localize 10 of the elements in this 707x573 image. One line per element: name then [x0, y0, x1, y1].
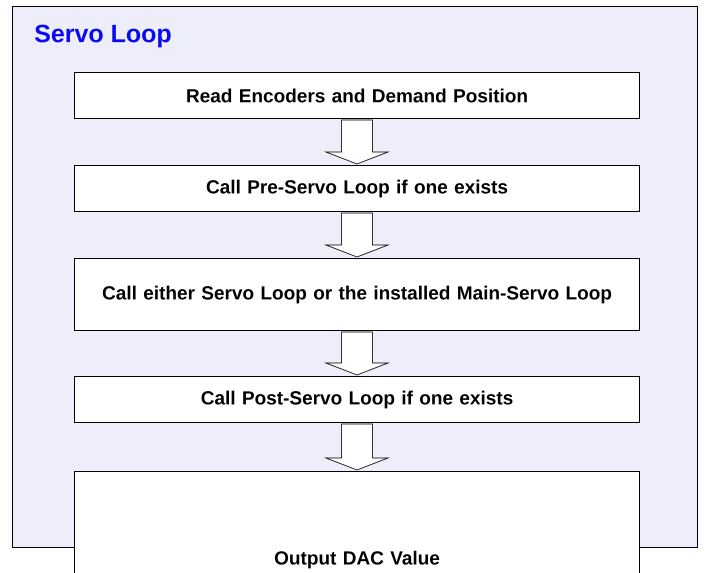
- block-arrow: [324, 332, 390, 376]
- process-box: Output DAC Value: [74, 471, 640, 573]
- process-box: Call Pre-Servo Loop if one exists: [74, 165, 640, 212]
- block-arrow: [324, 424, 390, 470]
- block-arrow: [324, 212, 390, 258]
- process-box: Read Encoders and Demand Position: [74, 72, 640, 119]
- block-arrow: [324, 120, 390, 164]
- process-box: Call Post-Servo Loop if one exists: [74, 376, 640, 423]
- process-box: Call either Servo Loop or the installed Main-Servo Loop: [74, 258, 640, 331]
- panel-title: Servo Loop: [34, 24, 171, 48]
